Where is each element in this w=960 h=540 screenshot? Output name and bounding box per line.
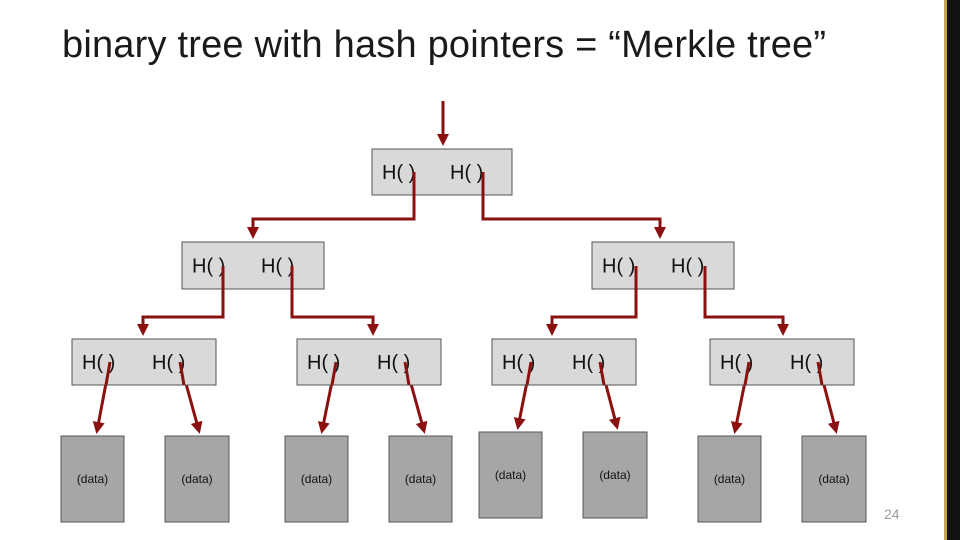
level2-node-2-left-hash-label: H( ) — [307, 352, 340, 374]
level1-node-right-right-hash-label: H( ) — [671, 256, 704, 278]
root-node-right-hash-label: H( ) — [450, 162, 483, 184]
right-accent-stripe — [944, 0, 947, 540]
level1-node-left-left-hash-label: H( ) — [192, 256, 225, 278]
data-block-2-label: (data) — [181, 472, 212, 486]
hash-pointer-origin-10 — [403, 361, 411, 386]
level2-node-3-right-hash-label: H( ) — [572, 352, 605, 374]
level2-node-1-right-hash-label: H( ) — [152, 352, 185, 374]
level2-node-4 — [709, 338, 855, 386]
pointer-l1left-left-arrow — [137, 266, 225, 336]
data-block-2 — [164, 435, 230, 523]
slide-title: binary tree with hash pointers = “Merkle… — [62, 24, 827, 66]
root-node-left-hash-label: H( ) — [382, 162, 415, 184]
pointer-l1left-right-arrow — [290, 266, 379, 336]
level2-node-4-right-hash-label: H( ) — [790, 352, 823, 374]
hash-pointer-origin-11 — [525, 361, 533, 386]
level1-node-left — [181, 241, 325, 290]
data-block-7-label: (data) — [714, 472, 745, 486]
data-block-3-label: (data) — [301, 472, 332, 486]
hash-pointer-origin-13 — [743, 361, 751, 386]
level2-node-4-left-hash-label: H( ) — [720, 352, 753, 374]
data-block-1-label: (data) — [77, 472, 108, 486]
level2-node-2-right-hash-label: H( ) — [377, 352, 410, 374]
pointer-l1right-left-arrow — [546, 266, 638, 336]
hash-pointer-origin-14 — [816, 361, 824, 386]
data-block-4 — [388, 435, 453, 523]
slide-number: 24 — [884, 506, 900, 522]
data-block-8-label: (data) — [818, 472, 849, 486]
data-block-5 — [478, 431, 543, 519]
pointer-l1right-right-arrow — [703, 266, 789, 336]
level2-node-3-left-hash-label: H( ) — [502, 352, 535, 374]
root-node — [371, 148, 513, 196]
data-block-3 — [284, 435, 349, 523]
data-block-6 — [582, 431, 648, 519]
level1-node-right-left-hash-label: H( ) — [602, 256, 635, 278]
data-block-8 — [801, 435, 867, 523]
hash-pointer-origin-8 — [178, 361, 186, 386]
level2-node-1-left-hash-label: H( ) — [82, 352, 115, 374]
hash-pointer-origin-9 — [330, 361, 338, 386]
level1-node-left-right-hash-label: H( ) — [261, 256, 294, 278]
hash-pointer-origin-12 — [598, 361, 606, 386]
data-block-6-label: (data) — [599, 468, 630, 482]
level1-node-right — [591, 241, 735, 290]
right-side-bar — [947, 0, 960, 540]
data-block-4-label: (data) — [405, 472, 436, 486]
data-block-7 — [697, 435, 762, 523]
data-block-1 — [60, 435, 125, 523]
data-block-5-label: (data) — [495, 468, 526, 482]
hash-pointer-origin-7 — [104, 361, 112, 386]
level2-node-2 — [296, 338, 442, 386]
level2-node-3 — [491, 338, 637, 386]
level2-node-1 — [71, 338, 217, 386]
